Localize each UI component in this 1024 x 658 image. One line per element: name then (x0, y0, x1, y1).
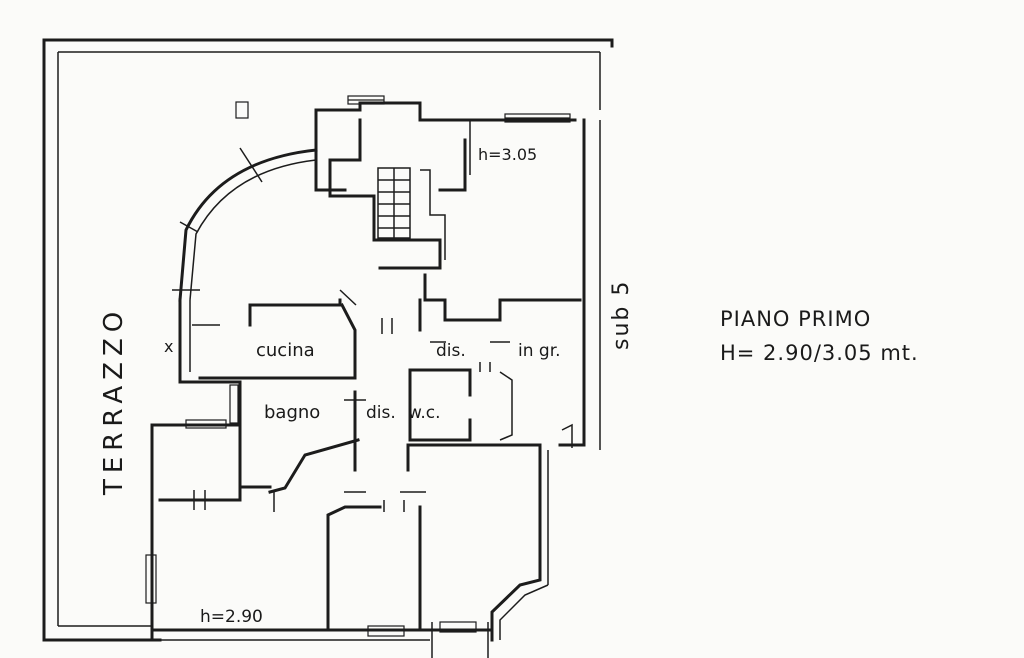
title-block: PIANO PRIMO H= 2.90/3.05 mt. (720, 302, 919, 370)
height-label-bottom: h=2.90 (200, 607, 263, 627)
entrance-label: in gr. (518, 341, 561, 361)
hall-label-upper: dis. (436, 341, 466, 361)
staircase (377, 167, 446, 260)
floor-height: H= 2.90/3.05 mt. (720, 341, 919, 365)
terrace-boundary (42, 38, 614, 642)
windows (145, 95, 571, 637)
terrace-label: TERRAZZO (99, 306, 129, 496)
apartment-walls (150, 101, 586, 658)
wc-label: w.c. (408, 403, 441, 423)
height-label-top: h=3.05 (478, 145, 537, 164)
bathroom-label: bagno (264, 402, 320, 423)
x-mark: x (164, 337, 173, 356)
neighbor-unit-label: sub 5 (609, 280, 634, 350)
door-ticks (273, 341, 510, 512)
floor-title: PIANO PRIMO (720, 307, 872, 331)
kitchen-label: cucina (256, 340, 315, 361)
hall-label-lower: dis. (366, 403, 396, 423)
